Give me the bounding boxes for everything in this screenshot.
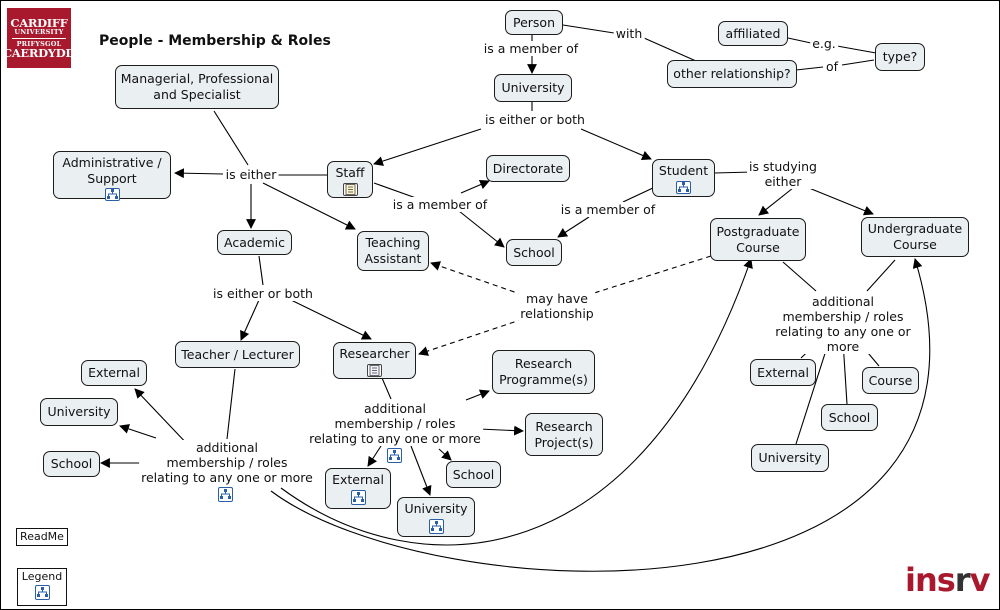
node-postgraduate-course[interactable]: Postgraduate Course xyxy=(710,218,806,261)
node-research-programme[interactable]: Research Programme(s) xyxy=(492,350,595,394)
node-affiliated[interactable]: affiliated xyxy=(718,21,788,46)
node-managerial[interactable]: Managerial, Professional and Specialist xyxy=(115,65,279,109)
label-is-either-or-both-top: is either or both xyxy=(483,112,587,127)
node-undergraduate-course[interactable]: Undergraduate Course xyxy=(861,217,969,257)
node-researcher-label: Researcher xyxy=(339,346,410,361)
document-icon[interactable] xyxy=(367,363,382,377)
node-school-researcher[interactable]: School xyxy=(446,461,501,488)
insrv-text-b: v xyxy=(969,561,991,599)
node-external-researcher-label: External xyxy=(332,472,384,487)
label-is-either-or-both-academic: is either or both xyxy=(211,286,315,301)
node-other-relationship[interactable]: other relationship? xyxy=(667,60,797,88)
node-external-right[interactable]: External xyxy=(750,359,816,386)
label-is-a-member-of-staff: is a member of xyxy=(390,197,490,212)
logo-line-1: CARDIFF xyxy=(10,15,68,30)
logo-divider xyxy=(12,37,66,39)
node-university-left[interactable]: University xyxy=(40,398,118,426)
node-course-right[interactable]: Course xyxy=(862,367,919,394)
insrv-text-r: r xyxy=(954,561,971,599)
node-student-label: Student xyxy=(658,163,709,178)
logo-line-2: UNIVERSITY xyxy=(14,27,64,36)
cardiff-university-logo: CARDIFF UNIVERSITY PRIFYSGOL CAERDYDD xyxy=(3,8,75,68)
label-is-a-member-of-top: is a member of xyxy=(481,41,581,56)
document-icon[interactable] xyxy=(342,182,358,196)
node-staff[interactable]: Staff xyxy=(327,161,373,198)
node-administrative[interactable]: Administrative / Support xyxy=(53,151,171,202)
logo-line-3: PRIFYSGOL xyxy=(16,39,62,48)
legend-button[interactable]: Legend xyxy=(17,568,67,606)
node-teaching-assistant[interactable]: Teaching Assistant xyxy=(357,231,429,271)
node-university-top[interactable]: University xyxy=(494,74,572,102)
node-type[interactable]: type? xyxy=(875,43,925,71)
node-research-project[interactable]: Research Project(s) xyxy=(525,413,603,456)
label-additional-left: additional membership / roles relating t… xyxy=(139,440,315,485)
label-additional-right: additional membership / roles relating t… xyxy=(765,294,921,354)
hierarchy-icon[interactable] xyxy=(104,188,120,202)
node-researcher[interactable]: Researcher xyxy=(333,342,416,379)
label-additional-researcher: additional membership / roles relating t… xyxy=(307,401,483,446)
insrv-text-a: ins xyxy=(905,561,956,599)
label-may-have-relationship: may have relationship xyxy=(518,291,596,321)
node-school-left[interactable]: School xyxy=(43,451,100,477)
node-student[interactable]: Student xyxy=(652,159,715,197)
hierarchy-icon[interactable] xyxy=(428,518,444,534)
page-title: People - Membership & Roles xyxy=(99,33,331,49)
node-teacher-lecturer[interactable]: Teacher / Lecturer xyxy=(175,341,300,368)
node-administrative-label: Administrative / Support xyxy=(62,155,162,186)
hierarchy-icon[interactable] xyxy=(34,585,50,600)
label-of: of xyxy=(823,59,841,74)
legend-label: Legend xyxy=(21,570,63,583)
node-external-left[interactable]: External xyxy=(81,360,147,386)
label-is-either: is either xyxy=(223,167,279,182)
node-external-researcher[interactable]: External xyxy=(325,468,391,509)
node-university-researcher[interactable]: University xyxy=(397,497,475,537)
insrv-logo: insrv xyxy=(905,561,991,599)
node-directorate[interactable]: Directorate xyxy=(486,155,570,182)
node-school-mid[interactable]: School xyxy=(506,239,562,266)
label-is-a-member-of-student: is a member of xyxy=(558,202,658,217)
hierarchy-icon[interactable] xyxy=(218,487,233,502)
hierarchy-icon[interactable] xyxy=(387,448,402,463)
logo-line-4: CAERDYDD xyxy=(2,46,76,61)
node-person[interactable]: Person xyxy=(505,10,563,35)
node-staff-label: Staff xyxy=(335,165,365,180)
label-is-studying-either: is studying either xyxy=(747,159,819,189)
hierarchy-icon[interactable] xyxy=(676,180,691,194)
node-university-researcher-label: University xyxy=(404,501,468,516)
node-university-right[interactable]: University xyxy=(751,444,829,472)
label-with: with xyxy=(613,26,645,41)
readme-button[interactable]: ReadMe xyxy=(16,528,68,546)
node-academic[interactable]: Academic xyxy=(217,230,292,255)
label-eg: e.g. xyxy=(810,36,838,51)
hierarchy-icon[interactable] xyxy=(350,489,366,505)
node-school-right[interactable]: School xyxy=(821,404,878,431)
